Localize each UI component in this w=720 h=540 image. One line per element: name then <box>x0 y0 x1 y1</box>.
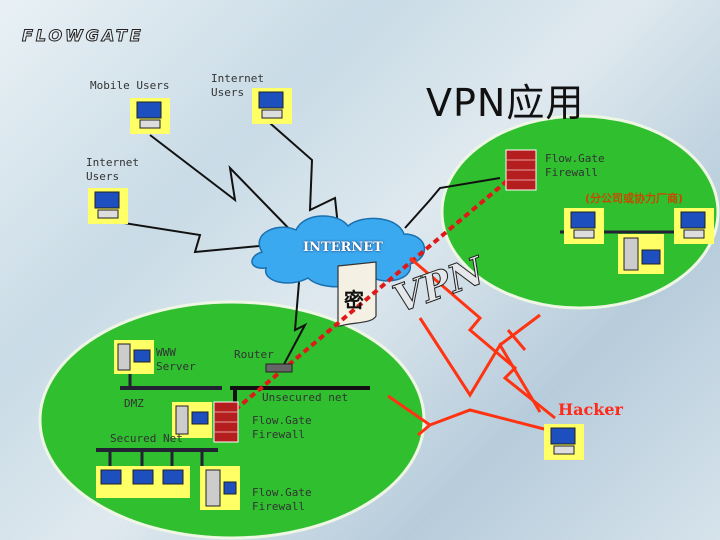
attack-bolt-1 <box>409 256 556 420</box>
internet-users-left-label: Internet Users <box>86 156 139 183</box>
server-branch-icon <box>618 234 664 274</box>
pc-branch-2-icon <box>674 208 714 244</box>
pc-secured-1-icon <box>96 466 128 498</box>
unsecured-net-label: Unsecured net <box>262 391 349 404</box>
pc-branch-1-icon <box>564 208 604 244</box>
internet-cloud <box>251 215 426 288</box>
attack-bolt-2 <box>418 317 542 413</box>
flowgate-firewall-top-icon <box>505 149 537 191</box>
internet-users-top-label: Internet Users <box>211 72 264 99</box>
link-internet-users-left <box>104 219 271 254</box>
flowgate-firewall-bottom-label: Flow.Gate Firewall <box>252 486 312 513</box>
router-label: Router <box>234 348 274 361</box>
pc-secured-3-icon <box>158 466 190 498</box>
server-secured-icon <box>200 466 240 510</box>
pc-mobile-users-icon <box>130 98 170 134</box>
page-title: VPN应用 <box>426 81 585 125</box>
hacker-label: Hacker <box>558 400 623 419</box>
secured-net-label: Secured Net <box>110 432 183 445</box>
dmz-label: DMZ <box>124 397 144 410</box>
flowgate-firewall-top-label: Flow.Gate Firewall <box>545 152 605 179</box>
flowgate-logo: FLOWGATE <box>22 26 144 46</box>
pc-internet-users-top-icon <box>252 88 292 124</box>
mobile-users-label: Mobile Users <box>90 79 170 92</box>
pc-hacker-icon <box>544 424 584 460</box>
pc-internet-users-left-icon <box>88 188 128 224</box>
router-icon <box>265 363 293 373</box>
flowgate-firewall-mid-label: Flow.Gate Firewall <box>252 414 312 441</box>
www-server-label: WWW Server <box>156 346 196 373</box>
branch-label: (分公司或协力厂商) <box>585 192 684 205</box>
encrypt-label: 密 <box>344 288 364 312</box>
encrypt-scroll <box>337 261 377 327</box>
flowgate-firewall-hq-icon <box>213 401 239 443</box>
link-router <box>281 269 308 369</box>
link-branch-firewall <box>404 177 501 229</box>
pc-secured-2-icon <box>128 466 160 498</box>
attack-bolt-3 <box>387 394 549 432</box>
server-dmz-icon <box>172 402 212 438</box>
internet-label: INTERNET <box>303 240 383 255</box>
www-server-icon <box>114 340 154 374</box>
link-internet-users-top <box>254 109 341 246</box>
link-mobile-users <box>149 134 301 241</box>
